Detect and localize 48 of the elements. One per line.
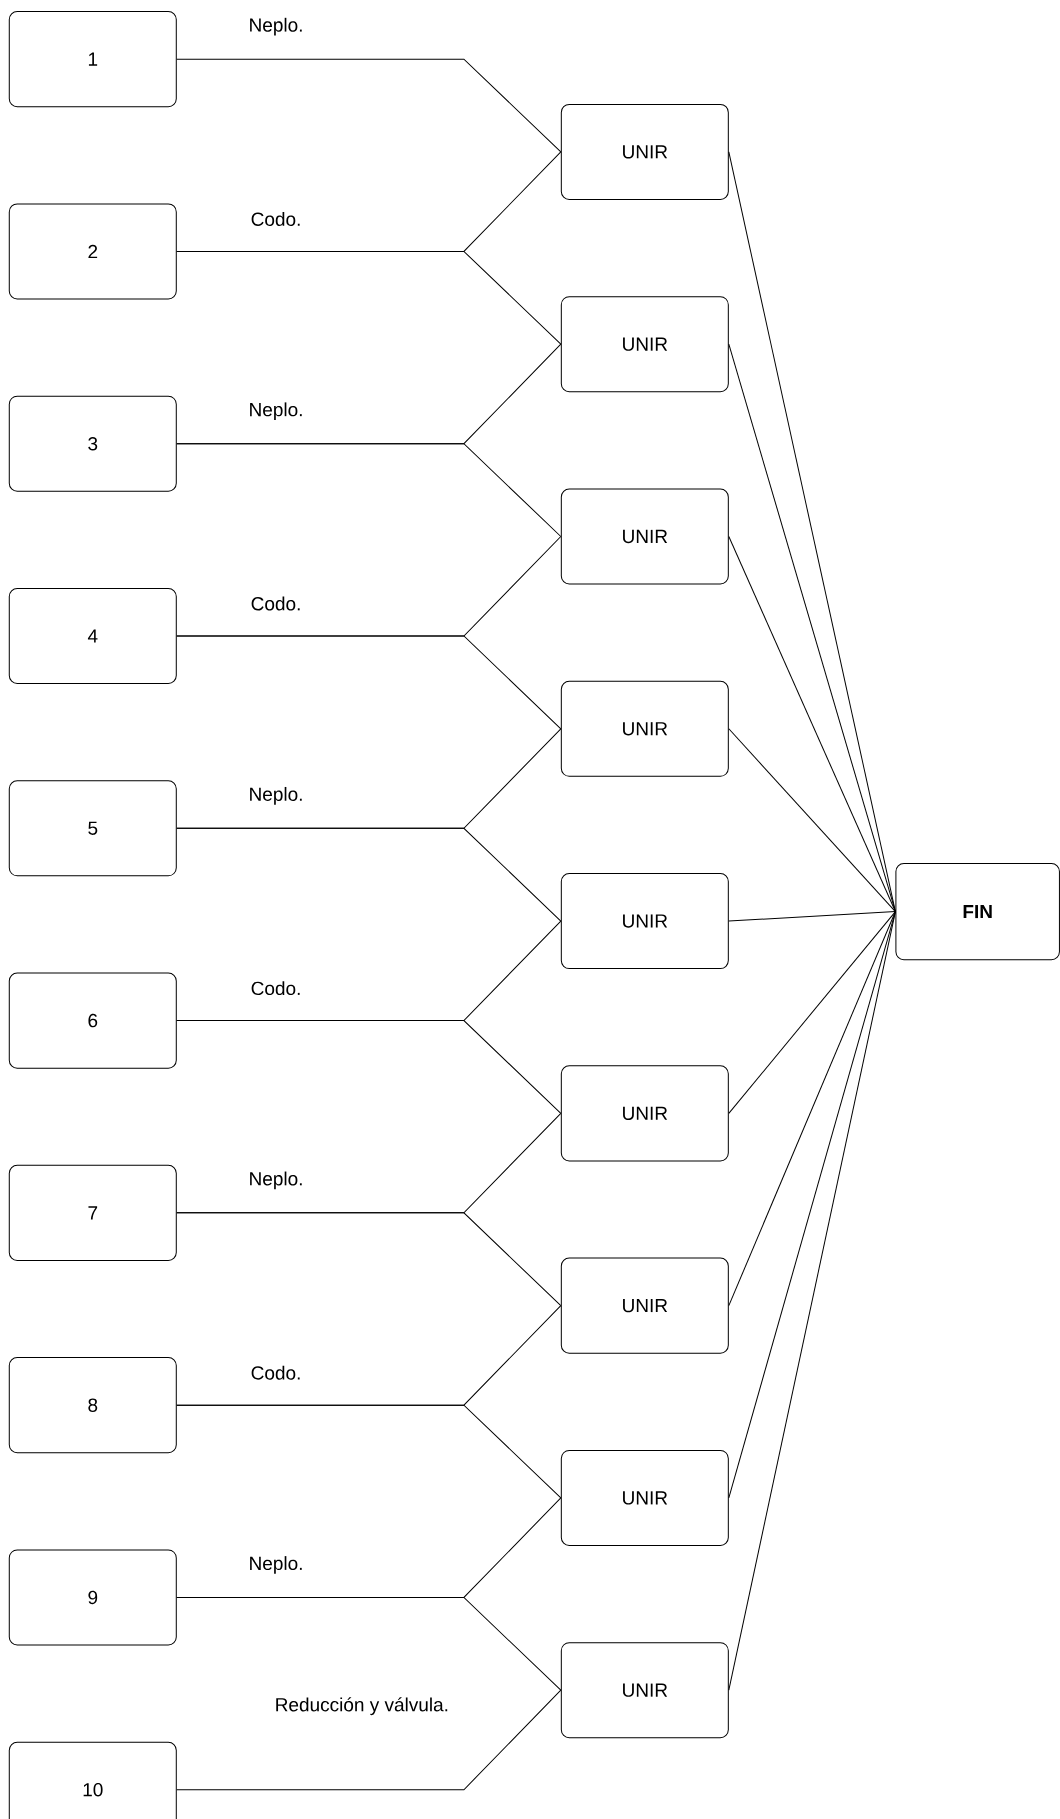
edge-label: Codo. [249,1364,303,1381]
numbered-box: 7 [8,1164,177,1261]
edge-label: Neplo. [247,16,305,37]
connector-line [728,911,896,1691]
numbered-box: 2 [8,203,177,300]
unir-box: UNIR [560,873,729,970]
connector-line [176,1689,562,1791]
numbered-box: 9 [8,1549,177,1646]
connector-line [728,911,896,922]
connector-line [176,827,562,922]
edge-label: Codo. [249,211,303,227]
connector-line [176,1404,562,1499]
end-box: FIN [895,862,1060,961]
connector-line [176,635,562,730]
numbered-box: 10 [8,1741,177,1819]
numbered-box: 3 [8,395,177,492]
connector-line [728,728,896,913]
edge-label: Neplo. [247,1555,305,1575]
connector-line [176,58,562,153]
unir-box: UNIR [560,680,729,777]
numbered-box: 5 [8,780,177,877]
unir-box: UNIR [560,103,729,200]
unir-box: UNIR [560,1642,729,1739]
connector-line [728,911,896,1114]
connector-line [176,443,562,537]
connector-line [176,1596,562,1691]
edge-label: Codo. [249,595,303,612]
unir-box: UNIR [560,488,729,585]
numbered-box: 6 [8,972,177,1069]
connector-line [728,151,896,913]
connector-line [728,536,896,913]
edge-label: Codo. [249,980,303,997]
connector-line [176,1020,562,1114]
numbered-box: 4 [8,587,177,685]
unir-box: UNIR [560,1449,729,1546]
edge-label: Neplo. [247,1170,305,1191]
edge-label: Reducción y válvula. [273,1696,450,1717]
numbered-box: 8 [8,1357,177,1454]
unir-box: UNIR [560,1065,729,1162]
connector-line [176,250,562,345]
unir-box: UNIR [560,1257,729,1354]
edge-label: Neplo. [247,401,305,422]
connector-line [176,1212,562,1307]
connector-line [728,911,896,1307]
edge-label: Neplo. [247,785,305,806]
numbered-box: 1 [8,11,177,108]
unir-box: UNIR [560,296,729,393]
connector-line [728,911,896,1499]
